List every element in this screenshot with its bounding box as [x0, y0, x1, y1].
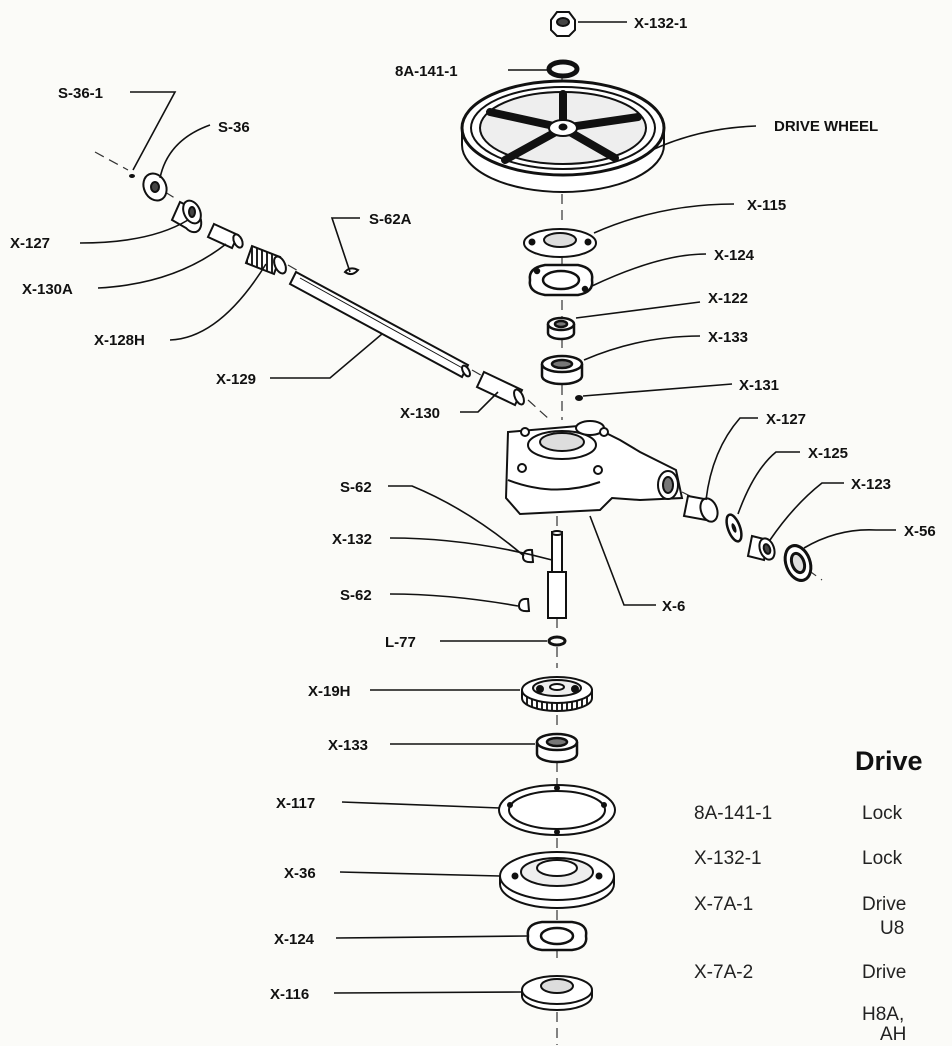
key-s62-bottom: [517, 597, 531, 613]
label-x127-right: X-127: [766, 411, 806, 428]
gasket-x124-bottom: [526, 920, 588, 952]
label-x133-bottom: X-133: [328, 737, 368, 754]
drive-wheel-part: [460, 79, 666, 193]
label-s36-1: S-36-1: [58, 85, 103, 102]
parts-list-title: Drive: [855, 746, 923, 776]
parts-list-desc: Lock: [862, 803, 903, 824]
gearbox-housing-x6: [504, 420, 684, 516]
worm-x128h: [244, 244, 287, 276]
label-x127-left: X-127: [10, 235, 50, 252]
label-x36: X-36: [284, 865, 316, 882]
label-x56: X-56: [904, 523, 936, 540]
label-x132-1: X-132-1: [634, 15, 687, 32]
label-x6: X-6: [662, 598, 685, 615]
ring-l77: [547, 635, 567, 647]
shaft-x129: [288, 270, 471, 379]
parts-list-desc-continued: U8: [880, 918, 905, 939]
parts-list-desc: Drive: [862, 962, 907, 983]
bearing-x133-bottom: [535, 732, 579, 764]
cover-x36: [499, 851, 615, 909]
sleeve-x130: [475, 370, 525, 407]
label-x130: X-130: [400, 405, 440, 422]
bearing-x127-left: [170, 199, 203, 234]
label-x117: X-117: [276, 795, 315, 812]
label-x133-top: X-133: [708, 329, 748, 346]
label-x125: X-125: [808, 445, 848, 462]
parts-list-desc: Drive: [862, 894, 907, 915]
label-8a-141-1: 8A-141-1: [395, 63, 458, 80]
parts-list-part: X-132-1: [694, 848, 762, 869]
label-x123: X-123: [851, 476, 891, 493]
parts-list-desc-continued: AH: [880, 1024, 907, 1045]
key-s62-top: [521, 548, 535, 564]
label-x115: X-115: [747, 197, 786, 214]
bushing-x123: [746, 534, 776, 562]
parts-list-part: X-7A-2: [694, 962, 754, 983]
label-x128h: X-128H: [94, 332, 145, 349]
label-x124-bottom: X-124: [274, 931, 315, 948]
label-x116: X-116: [270, 986, 309, 1003]
nut-x132-1: [550, 11, 576, 37]
flange-x116: [521, 975, 593, 1011]
gasket-x117: [498, 784, 616, 836]
bearing-x127-right: [682, 494, 719, 523]
pin-x131: [575, 395, 583, 401]
label-x129: X-129: [216, 371, 256, 388]
shaft-x132: [547, 530, 567, 619]
label-s62-bottom: S-62: [340, 587, 372, 604]
label-x122: X-122: [708, 290, 748, 307]
washer-x125: [725, 513, 743, 543]
key-s62a: [343, 267, 360, 276]
sleeve-x130a: [206, 222, 244, 250]
label-s62-top: S-62: [340, 479, 372, 496]
parts-list-part: X-7A-1: [694, 894, 754, 915]
label-s62a: S-62A: [369, 211, 412, 228]
bushing-x122: [546, 316, 576, 341]
flange-x115: [523, 228, 597, 258]
label-s36: S-36: [218, 119, 250, 136]
label-x132: X-132: [332, 531, 372, 548]
parts-list-desc: H8A,: [862, 1004, 905, 1025]
seal-x56: [783, 544, 813, 582]
gear-x19h: [521, 676, 593, 712]
parts-list-desc: Lock: [862, 848, 903, 869]
parts-list-part: 8A-141-1: [694, 803, 773, 824]
label-x130a: X-130A: [22, 281, 73, 298]
label-drive-wheel: DRIVE WHEEL: [774, 118, 878, 135]
bearing-x133-top: [540, 354, 584, 386]
washer-s36: [142, 172, 168, 202]
gasket-x124-top: [528, 263, 594, 297]
lockwasher-8a-141-1: [546, 59, 580, 79]
label-x131: X-131: [739, 377, 779, 394]
pin-s36-1: [129, 174, 135, 178]
label-l77: L-77: [385, 634, 416, 651]
leader-lines: [79, 21, 896, 994]
label-x124-top: X-124: [714, 247, 755, 264]
label-x19h: X-19H: [308, 683, 351, 700]
